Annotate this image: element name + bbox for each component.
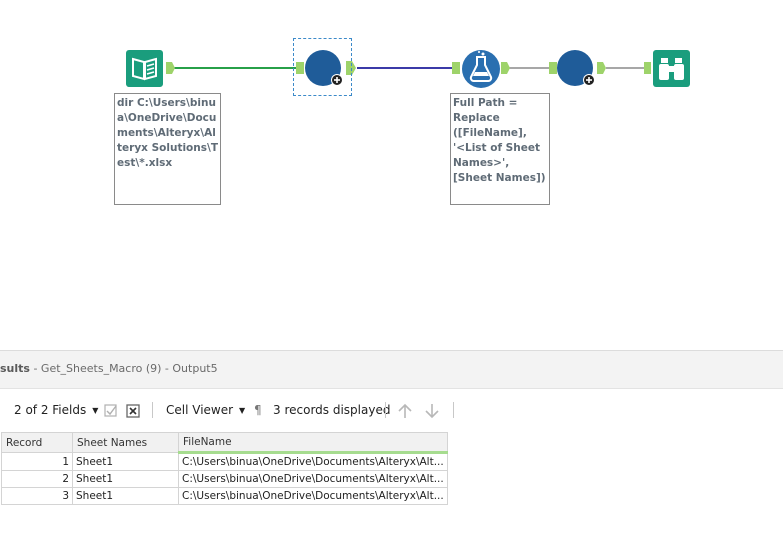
table-row[interactable]: 2 Sheet1 C:\Users\binua\OneDrive\Documen… bbox=[1, 470, 448, 488]
arrow-down-icon[interactable] bbox=[424, 389, 440, 431]
check-icon[interactable] bbox=[104, 389, 118, 431]
chevron-down-icon: ▼ bbox=[92, 405, 99, 415]
column-header-record[interactable]: Record bbox=[1, 432, 73, 453]
results-title: sults - Get_Sheets_Macro (9) - Output5 bbox=[0, 351, 783, 387]
table-row[interactable]: 3 Sheet1 C:\Users\binua\OneDrive\Documen… bbox=[1, 487, 448, 505]
browse-tool[interactable] bbox=[653, 50, 690, 87]
input-anchor bbox=[452, 62, 460, 74]
filename-cell[interactable]: C:\Users\binua\OneDrive\Documents\Altery… bbox=[178, 452, 448, 471]
fields-dropdown[interactable]: 2 of 2 Fields ▼ bbox=[14, 389, 98, 431]
formula-annotation: Full Path = Replace ([FileName], '<List … bbox=[450, 93, 550, 205]
table-row[interactable]: 1 Sheet1 C:\Users\binua\OneDrive\Documen… bbox=[1, 452, 448, 471]
input-anchor bbox=[549, 62, 557, 74]
directory-annotation: dir C:\Users\binua\OneDrive\Documents\Al… bbox=[114, 93, 221, 205]
sheet-cell[interactable]: Sheet1 bbox=[72, 452, 179, 471]
pilcrow-icon[interactable]: ¶ bbox=[254, 403, 262, 417]
directory-tool[interactable] bbox=[126, 50, 163, 87]
cell-viewer-dropdown[interactable]: Cell Viewer ▼ bbox=[166, 389, 245, 431]
macro-tool-selected[interactable] bbox=[293, 38, 352, 96]
sheet-cell[interactable]: Sheet1 bbox=[72, 487, 179, 505]
records-count: 3 records displayed bbox=[273, 403, 391, 417]
chevron-down-icon: ▼ bbox=[239, 405, 246, 415]
record-cell[interactable]: 1 bbox=[1, 452, 73, 471]
macro-tool[interactable] bbox=[555, 48, 599, 90]
results-title-text: - Get_Sheets_Macro (9) - Output5 bbox=[29, 362, 218, 375]
toolbar-divider bbox=[385, 402, 386, 418]
record-cell[interactable]: 2 bbox=[1, 470, 73, 488]
formula-tool[interactable] bbox=[461, 49, 501, 89]
cell-viewer-label: Cell Viewer bbox=[166, 403, 234, 417]
column-header-sheet-names[interactable]: Sheet Names bbox=[72, 432, 179, 453]
toolbar-divider bbox=[453, 402, 454, 418]
filename-cell[interactable]: C:\Users\binua\OneDrive\Documents\Altery… bbox=[178, 487, 448, 505]
fields-label: 2 of 2 Fields bbox=[14, 403, 87, 417]
record-cell[interactable]: 3 bbox=[1, 487, 73, 505]
input-anchor bbox=[296, 62, 304, 74]
macro-icon bbox=[557, 50, 595, 86]
browse-icon bbox=[653, 50, 690, 87]
formula-icon bbox=[462, 50, 500, 88]
workflow-canvas[interactable]: dir C:\Users\binua\OneDrive\Documents\Al… bbox=[0, 0, 783, 350]
results-panel: sults - Get_Sheets_Macro (9) - Output5 2… bbox=[0, 350, 783, 543]
table-header-row: Record Sheet Names FileName bbox=[1, 432, 448, 454]
results-grid-area: Record Sheet Names FileName 1 Sheet1 C:\… bbox=[0, 431, 783, 543]
output-anchor bbox=[166, 62, 175, 74]
sheet-cell[interactable]: Sheet1 bbox=[72, 470, 179, 488]
output-anchor bbox=[501, 62, 510, 74]
results-title-prefix: sults bbox=[0, 362, 30, 375]
macro-icon bbox=[305, 50, 343, 86]
connections bbox=[166, 61, 651, 75]
toolbar-divider bbox=[152, 402, 153, 418]
results-table: Record Sheet Names FileName 1 Sheet1 C:\… bbox=[1, 432, 448, 505]
input-anchor bbox=[644, 62, 651, 74]
clear-icon[interactable] bbox=[126, 389, 140, 431]
arrow-up-icon[interactable] bbox=[397, 389, 413, 431]
column-header-filename[interactable]: FileName bbox=[178, 432, 448, 454]
filename-cell[interactable]: C:\Users\binua\OneDrive\Documents\Altery… bbox=[178, 470, 448, 488]
results-toolbar: 2 of 2 Fields ▼ Cell Viewer ▼ ¶ 3 records … bbox=[0, 388, 783, 432]
directory-icon bbox=[126, 50, 163, 87]
output-anchor bbox=[597, 62, 606, 74]
